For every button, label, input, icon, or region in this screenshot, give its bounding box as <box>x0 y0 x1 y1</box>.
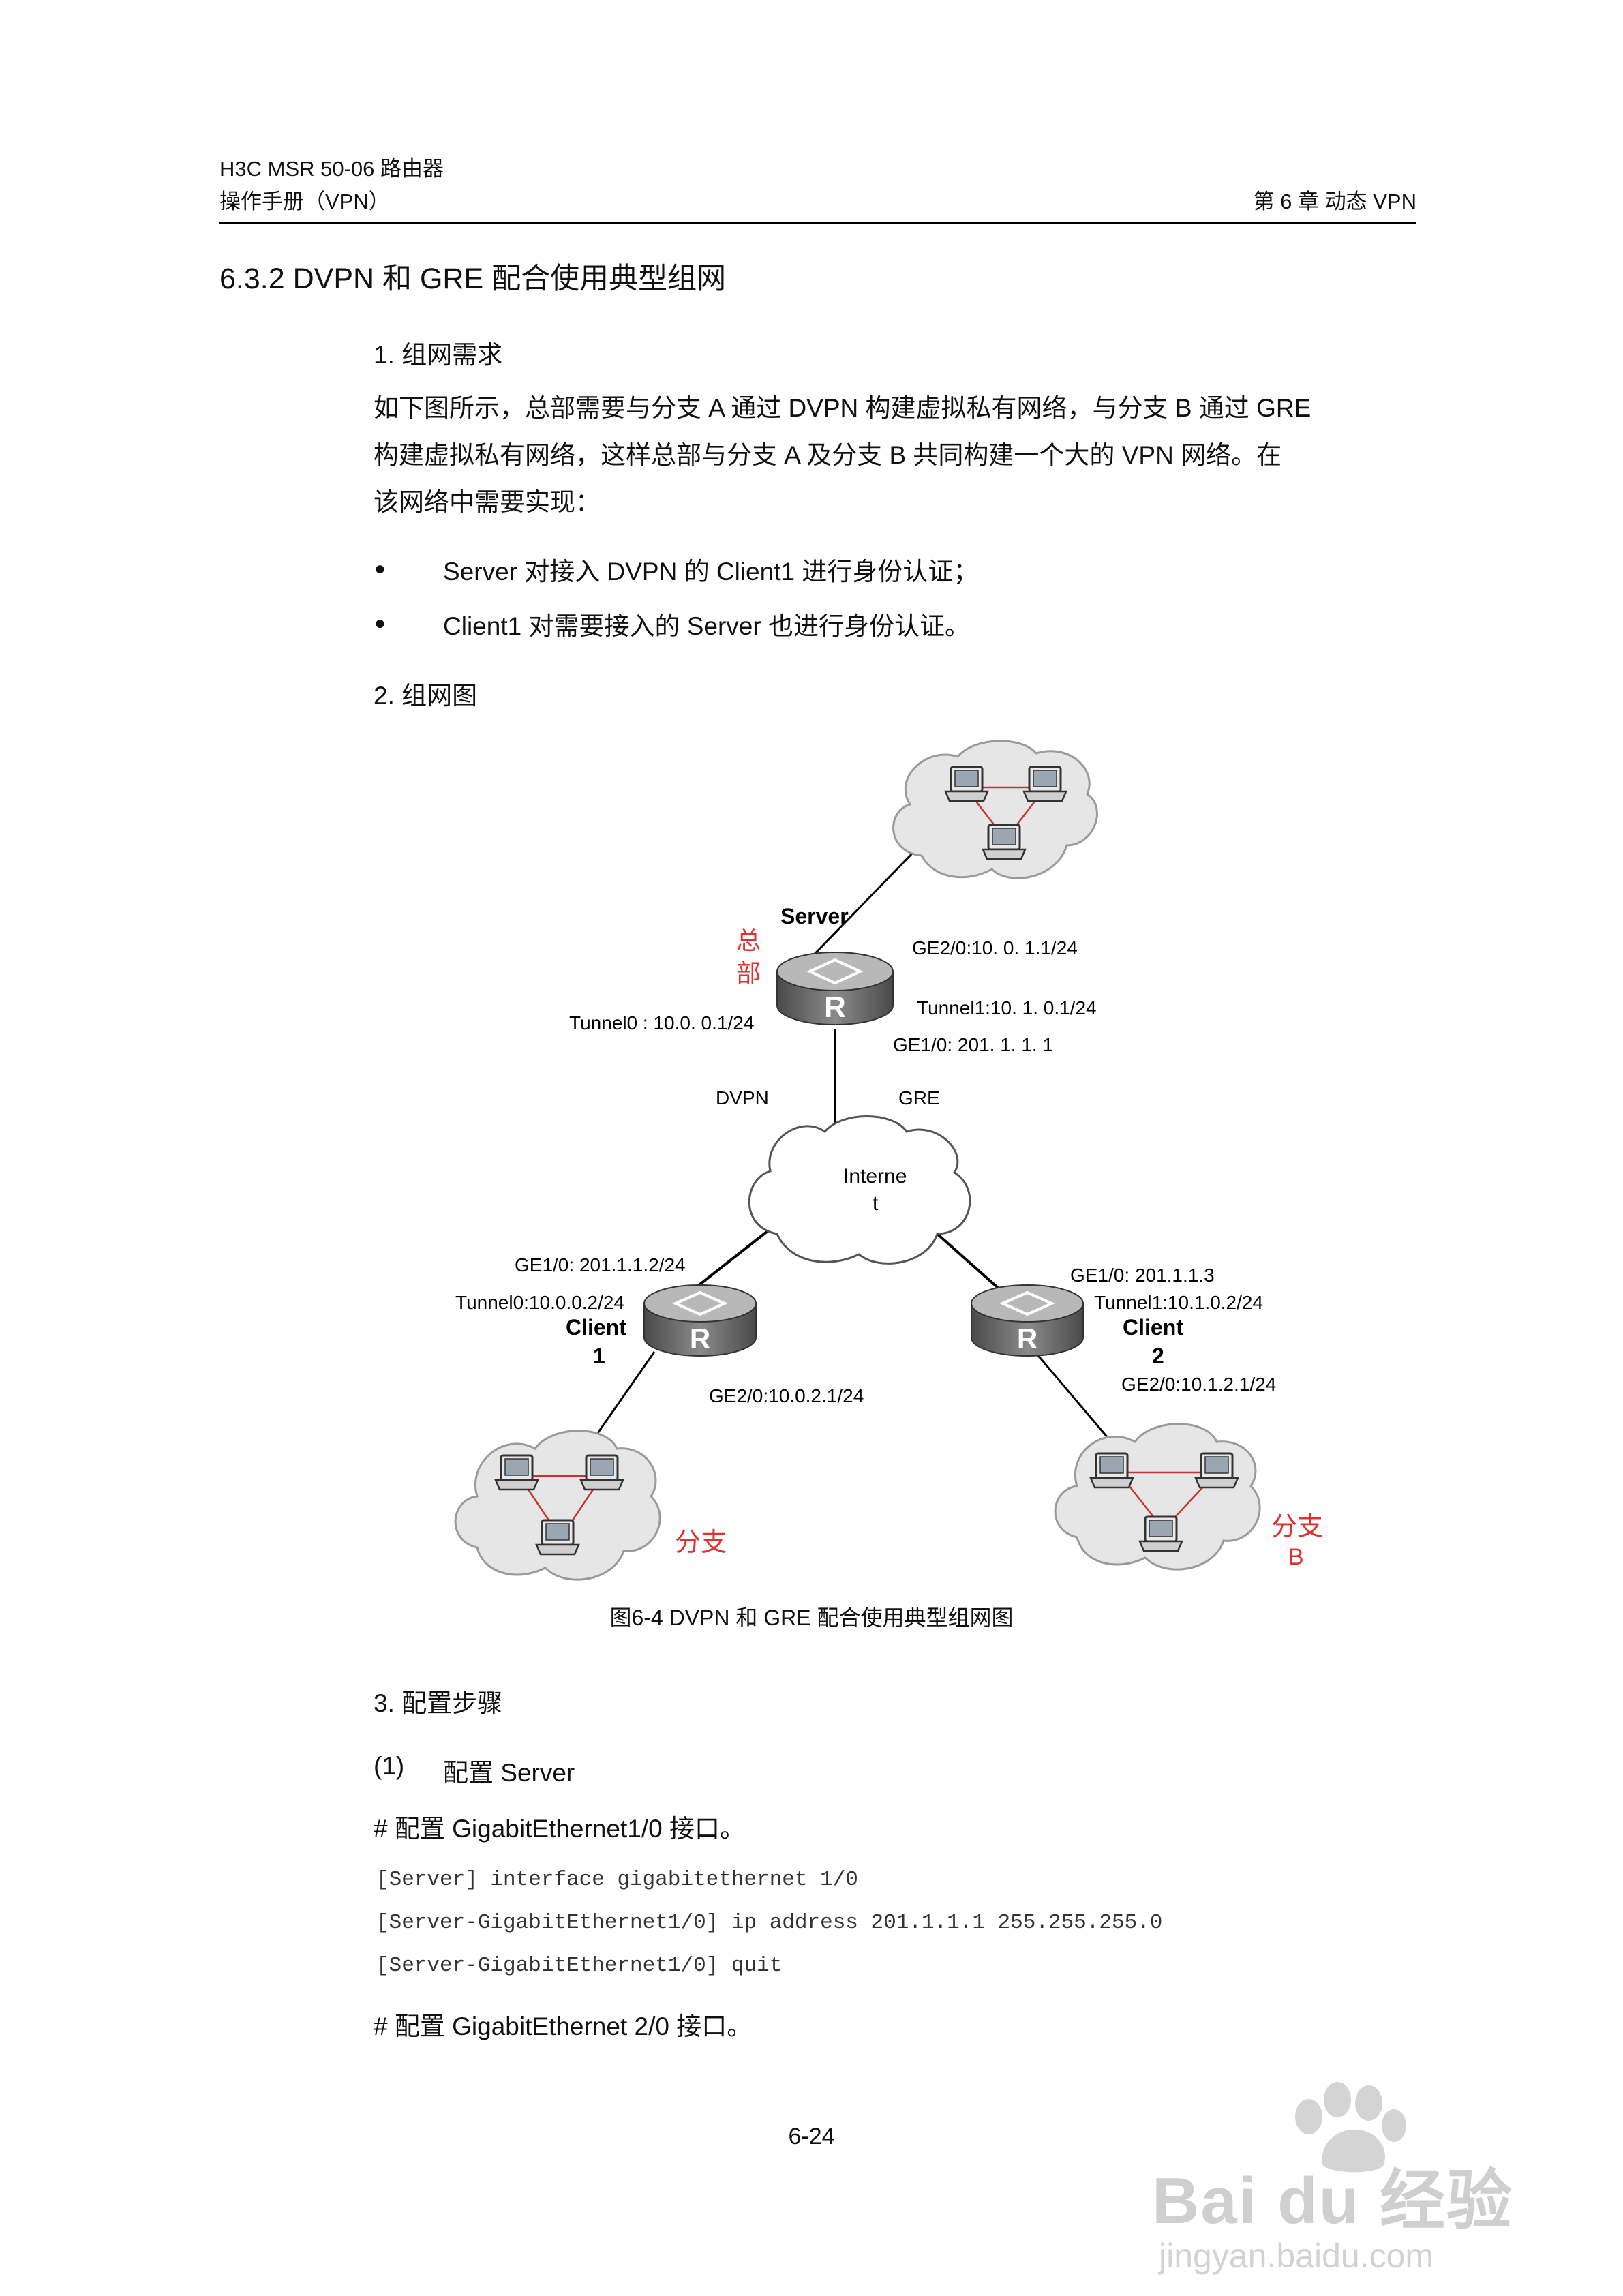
server-router-letter: R <box>824 991 846 1024</box>
client1-lan-link <box>592 1351 656 1440</box>
client1-router-icon: R <box>643 1284 757 1357</box>
branch-b-label-line-1: 分支 <box>1271 1513 1323 1541</box>
server-ge1-label: GE1/0: 201. 1. 1. 1 <box>893 1034 1053 1055</box>
gre-label: GRE <box>898 1087 940 1108</box>
hq-label-line-2: 部 <box>736 959 761 987</box>
server-lan-link <box>800 849 916 969</box>
requirement-paragraph: 如下图所示，总部需要与分支 A 通过 DVPN 构建虚拟私有网络，与分支 B 通… <box>374 384 1576 526</box>
server-tunnel0-label: Tunnel0 : 10.0. 0.1/24 <box>569 1012 754 1033</box>
internet-label-line-2: t <box>873 1192 879 1215</box>
step-text: 配置 Server <box>443 1759 575 1787</box>
step-number: (1) <box>374 1752 405 1780</box>
internet-label-line-1: Interne <box>843 1165 907 1188</box>
client1-label-line-1: Client <box>566 1315 626 1340</box>
subsection-config-steps: 3. 配置步骤 <box>374 1689 503 1717</box>
requirement-line-2: 构建虚拟私有网络，这样总部与分支 A 及分支 B 共同构建一个大的 VPN 网络… <box>374 441 1282 469</box>
server-tunnel1-label: Tunnel1:10. 1. 0.1/24 <box>917 997 1097 1018</box>
header-manual: 操作手册（VPN） <box>219 190 390 213</box>
requirement-line-3: 该网络中需要实现： <box>374 488 601 516</box>
client2-ge2-label: GE2/0:10.1.2.1/24 <box>1121 1374 1276 1395</box>
client1-tunnel0-label: Tunnel0:10.0.0.2/24 <box>455 1292 624 1313</box>
code-line-2: [Server-GigabitEthernet1/0] ip address 2… <box>376 1911 1163 1935</box>
bullet-item-2: Client1 对需要接入的 Server 也进行身份认证。 <box>443 612 970 640</box>
internet-cloud <box>748 1115 971 1265</box>
branch-b-label-line-2: B <box>1288 1544 1304 1570</box>
config-comment-1: # 配置 GigabitEthernet1/0 接口。 <box>374 1815 745 1843</box>
client2-label-line-2: 2 <box>1152 1344 1164 1368</box>
branch-b-lan-cloud <box>1054 1423 1261 1571</box>
client2-label-line-1: Client <box>1123 1315 1183 1340</box>
watermark-url: jingyan.baidu.com <box>1159 2237 1434 2275</box>
page-number: 6-24 <box>788 2124 835 2149</box>
paw-icon <box>1295 2082 1406 2173</box>
client1-ge1-label: GE1/0: 201.1.1.2/24 <box>515 1254 686 1275</box>
bullet-dot: ● <box>374 558 386 579</box>
dvpn-label: DVPN <box>716 1087 769 1108</box>
bullet-item-1: Server 对接入 DVPN 的 Client1 进行身份认证； <box>443 558 979 586</box>
section-title: 6.3.2 DVPN 和 GRE 配合使用典型组网 <box>219 262 727 295</box>
subsection-diagram: 2. 组网图 <box>374 682 478 710</box>
server-label: Server <box>780 904 849 928</box>
branch-a-label: 分支 <box>675 1528 727 1557</box>
client1-label-line-2: 1 <box>593 1344 605 1368</box>
subsection-requirements: 1. 组网需求 <box>374 341 503 369</box>
code-line-3: [Server-GigabitEthernet1/0] quit <box>376 1954 783 1978</box>
server-ge2-label: GE2/0:10. 0. 1.1/24 <box>912 937 1078 958</box>
client2-tunnel1-label: Tunnel1:10.1.0.2/24 <box>1094 1292 1263 1313</box>
server-router-icon: R <box>776 952 894 1025</box>
client1-ge2-label: GE2/0:10.0.2.1/24 <box>709 1385 864 1406</box>
client2-router-letter: R <box>1017 1323 1037 1355</box>
branch-a-lan-cloud <box>454 1430 661 1581</box>
client1-router-letter: R <box>690 1323 710 1355</box>
client2-router-icon: R <box>971 1284 1084 1357</box>
hq-label-line-1: 总 <box>736 926 761 954</box>
bullet-dot: ● <box>374 612 386 633</box>
requirement-line-1: 如下图所示，总部需要与分支 A 通过 DVPN 构建虚拟私有网络，与分支 B 通… <box>374 394 1311 422</box>
header-product: H3C MSR 50-06 路由器 <box>219 157 444 181</box>
header-rule <box>219 222 1416 224</box>
figure-caption: 图6-4 DVPN 和 GRE 配合使用典型组网图 <box>609 1605 1014 1630</box>
code-line-1: [Server] interface gigabitethernet 1/0 <box>376 1868 858 1892</box>
header-chapter: 第 6 章 动态 VPN <box>1253 190 1416 213</box>
watermark-brand: Bai du 经验 <box>1152 2164 1514 2237</box>
client2-ge1-label: GE1/0: 201.1.1.3 <box>1070 1265 1215 1286</box>
config-comment-2: # 配置 GigabitEthernet 2/0 接口。 <box>374 2012 753 2040</box>
hq-lan-cloud <box>892 740 1098 879</box>
